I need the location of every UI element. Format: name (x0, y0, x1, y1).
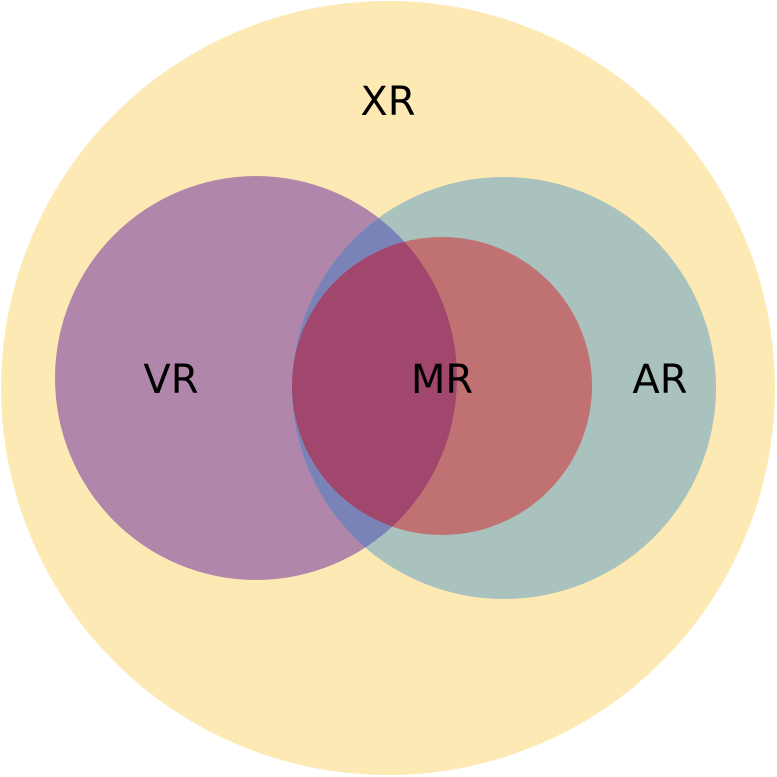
ar-label: AR (632, 357, 687, 403)
vr-label: VR (143, 357, 198, 403)
vr-mr-overlap (292, 237, 457, 535)
mr-label: MR (411, 357, 473, 403)
xr-label: XR (360, 79, 415, 125)
